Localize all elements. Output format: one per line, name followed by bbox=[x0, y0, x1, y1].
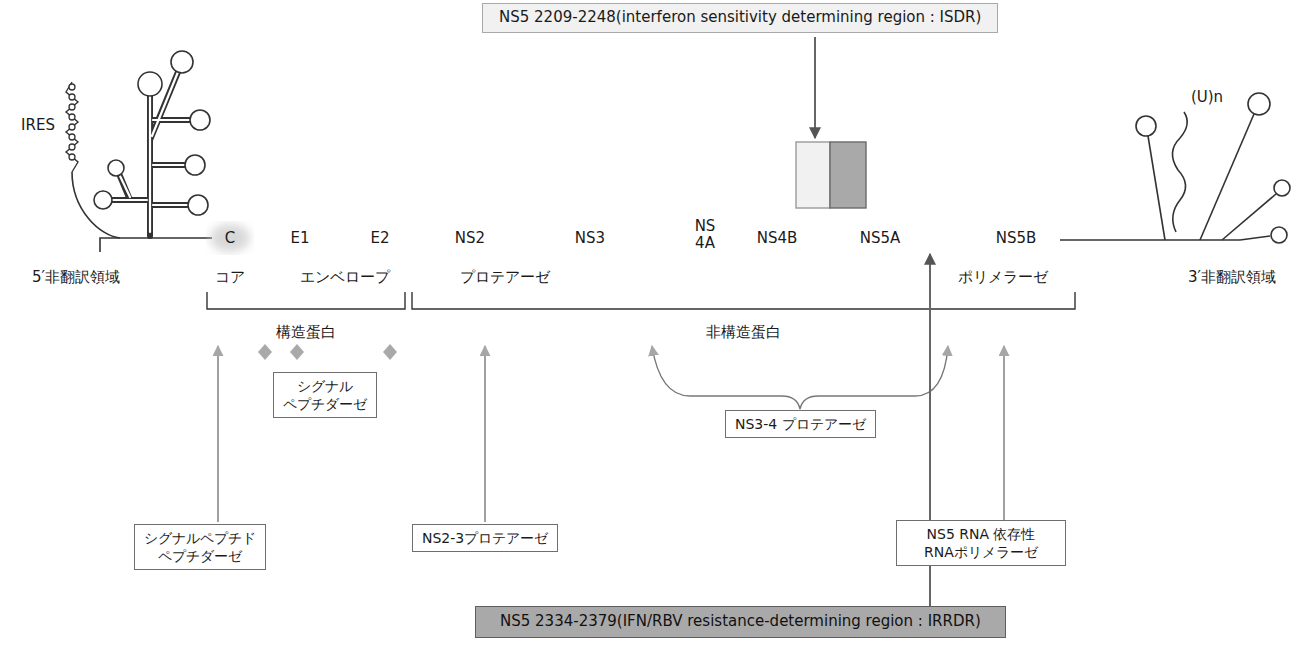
rna-strand bbox=[100, 238, 212, 252]
gene-label: C bbox=[225, 229, 235, 247]
loop bbox=[171, 51, 193, 73]
enzyme-box: NS2-3プロテアーゼ bbox=[412, 524, 558, 552]
cleavage-arrow bbox=[1003, 346, 1004, 520]
box-text: シグナルペプチド ペプチダーゼ bbox=[144, 529, 256, 565]
pseudoknot bbox=[66, 82, 78, 172]
ns3-4-brace bbox=[652, 346, 948, 409]
loop bbox=[138, 72, 162, 96]
bead bbox=[69, 104, 75, 110]
stem bbox=[153, 204, 188, 206]
arrows bbox=[218, 37, 1004, 606]
box-text: NS2-3プロテアーゼ bbox=[422, 529, 548, 547]
loop bbox=[185, 155, 205, 175]
protein-label: コア bbox=[215, 268, 245, 286]
isdr-region bbox=[796, 142, 830, 208]
bead bbox=[69, 124, 75, 130]
core-glow bbox=[210, 224, 250, 252]
bead bbox=[69, 114, 75, 120]
bead bbox=[69, 84, 75, 90]
gene-label: NS3 bbox=[575, 229, 605, 247]
cleavage-marks bbox=[258, 344, 397, 360]
enzyme-box: NS5 RNA 依存性 RNAポリメラーゼ bbox=[896, 520, 1066, 566]
structural-bracket bbox=[207, 292, 405, 309]
box-text: NS5 2209-2248(interferon sensitivity det… bbox=[499, 8, 981, 28]
pseudoknot-beads bbox=[69, 84, 75, 160]
protein-label: ポリメラーゼ bbox=[958, 268, 1048, 286]
gene-label: NS4B bbox=[757, 229, 798, 247]
region-label: 5′非翻訳領域 bbox=[32, 268, 120, 286]
box-text: NS3-4 プロテアーゼ bbox=[735, 415, 866, 433]
cleavage-arrow bbox=[484, 346, 485, 522]
box-text: NS5 2334-2379(IFN/RBV resistance-determi… bbox=[500, 612, 981, 632]
ires-stems bbox=[112, 72, 190, 236]
gene-label: NS 4A bbox=[695, 218, 716, 251]
enzyme-box: シグナル ペプチダーゼ bbox=[273, 372, 377, 418]
region-label: 3′非翻訳領域 bbox=[1188, 268, 1276, 286]
stem bbox=[112, 199, 147, 201]
stem bbox=[153, 164, 185, 166]
bead bbox=[69, 144, 75, 150]
loop bbox=[190, 110, 210, 130]
cleavage-arrow bbox=[217, 346, 218, 522]
gene-label: E2 bbox=[370, 229, 389, 247]
gene-label: E1 bbox=[290, 229, 309, 247]
loop bbox=[1248, 93, 1270, 115]
irrdr-region bbox=[830, 142, 866, 208]
group-label: 構造蛋白 bbox=[276, 323, 336, 341]
rna-strand bbox=[1060, 239, 1240, 241]
gene-label: NS5B bbox=[996, 229, 1037, 247]
gene-label: NS5A bbox=[860, 229, 901, 247]
stem bbox=[150, 162, 185, 168]
cleavage-diamond bbox=[290, 344, 304, 360]
protein-label: エンベロープ bbox=[300, 268, 390, 286]
loop bbox=[188, 195, 208, 215]
ires-stems-inner bbox=[112, 72, 190, 232]
utr3-structure bbox=[1060, 112, 1276, 240]
enzyme-box: シグナルペプチド ペプチダーゼ bbox=[134, 524, 266, 570]
ires-loops bbox=[94, 51, 210, 215]
loop bbox=[1274, 180, 1290, 196]
stem bbox=[1240, 236, 1270, 240]
enzyme-box: NS3-4 プロテアーゼ bbox=[725, 410, 876, 438]
stem bbox=[1222, 194, 1276, 240]
loop bbox=[1271, 227, 1287, 243]
rna-strand bbox=[72, 172, 120, 238]
stem bbox=[1148, 136, 1165, 240]
box-text: シグナル ペプチダーゼ bbox=[283, 377, 367, 413]
poly-u bbox=[1172, 112, 1187, 232]
loop bbox=[1136, 116, 1156, 136]
structure-label: IRES bbox=[21, 116, 55, 134]
cleavage-diamond bbox=[383, 344, 397, 360]
bead bbox=[69, 94, 75, 100]
utr3-loops bbox=[1136, 93, 1290, 243]
box-text: NS5 RNA 依存性 RNAポリメラーゼ bbox=[906, 525, 1056, 561]
bead bbox=[69, 154, 75, 160]
region-box: NS5 2334-2379(IFN/RBV resistance-determi… bbox=[475, 606, 1006, 638]
stem bbox=[1200, 114, 1254, 240]
gene-label: NS2 bbox=[455, 229, 485, 247]
group-label: 非構造蛋白 bbox=[706, 323, 781, 341]
cleavage-diamond bbox=[258, 344, 272, 360]
stem bbox=[120, 176, 130, 200]
stem bbox=[149, 96, 151, 232]
loop bbox=[108, 160, 124, 176]
nonstructural-bracket bbox=[412, 292, 1075, 309]
protein-label: プロテアーゼ bbox=[460, 268, 550, 286]
bead bbox=[69, 134, 75, 140]
region-box: NS5 2209-2248(interferon sensitivity det… bbox=[482, 3, 998, 33]
isdr-arrow bbox=[814, 37, 816, 138]
loop bbox=[94, 191, 112, 209]
stem bbox=[150, 202, 188, 208]
structure-label: (U)n bbox=[1191, 88, 1223, 106]
stem bbox=[120, 176, 130, 197]
